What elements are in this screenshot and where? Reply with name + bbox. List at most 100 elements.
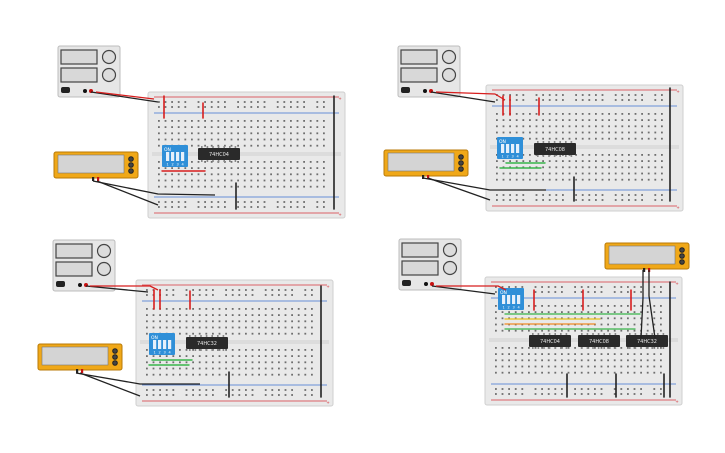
tie-point[interactable] — [172, 367, 175, 370]
rail-hole[interactable] — [210, 101, 213, 103]
tie-point[interactable] — [594, 305, 596, 307]
tie-point[interactable] — [250, 161, 253, 163]
tie-point[interactable] — [271, 326, 274, 329]
tie-point[interactable] — [534, 359, 537, 362]
rail-hole[interactable] — [542, 199, 544, 201]
tie-point[interactable] — [192, 373, 194, 376]
rail-hole[interactable] — [210, 201, 213, 203]
rail-hole[interactable] — [614, 94, 617, 96]
tie-point[interactable] — [620, 329, 623, 332]
tie-point[interactable] — [614, 166, 617, 169]
rail-hole[interactable] — [291, 389, 293, 391]
rail-hole[interactable] — [316, 101, 319, 103]
dip-toggle-2[interactable] — [507, 295, 511, 304]
rail-hole[interactable] — [284, 389, 287, 391]
rail-hole[interactable] — [238, 294, 241, 296]
tie-point[interactable] — [276, 179, 279, 182]
tie-point[interactable] — [521, 347, 524, 349]
tie-point[interactable] — [264, 373, 267, 376]
tie-point[interactable] — [146, 308, 148, 310]
probe-wire[interactable] — [79, 372, 141, 397]
tie-point[interactable] — [198, 314, 201, 316]
tie-point[interactable] — [535, 113, 538, 115]
tie-point[interactable] — [654, 119, 657, 121]
tie-point[interactable] — [231, 326, 234, 329]
rail-hole[interactable] — [535, 194, 538, 196]
tie-point[interactable] — [601, 113, 604, 115]
rail-hole[interactable] — [628, 94, 630, 96]
tie-point[interactable] — [501, 371, 504, 374]
tie-point[interactable] — [607, 323, 609, 326]
rail-hole[interactable] — [555, 199, 558, 201]
tie-point[interactable] — [567, 365, 570, 368]
tie-point[interactable] — [661, 125, 663, 128]
tie-point[interactable] — [243, 138, 246, 141]
tie-point[interactable] — [311, 355, 313, 357]
tie-point[interactable] — [237, 120, 239, 122]
rail-hole[interactable] — [547, 393, 550, 395]
chip-body[interactable] — [626, 335, 668, 347]
tie-point[interactable] — [238, 355, 241, 357]
tie-point[interactable] — [601, 154, 604, 156]
rail-hole[interactable] — [588, 99, 591, 101]
tie-point[interactable] — [146, 355, 148, 357]
tie-point[interactable] — [581, 125, 584, 128]
tie-point[interactable] — [561, 353, 563, 355]
rail-hole[interactable] — [509, 94, 511, 96]
tie-point[interactable] — [264, 308, 267, 310]
tie-point[interactable] — [297, 332, 300, 335]
tie-point[interactable] — [276, 120, 279, 122]
current-knob[interactable] — [96, 261, 112, 277]
tie-point[interactable] — [198, 367, 201, 370]
tie-point[interactable] — [290, 132, 292, 135]
tie-point[interactable] — [204, 126, 206, 128]
tie-point[interactable] — [594, 371, 596, 374]
tie-point[interactable] — [633, 317, 636, 320]
dip-switch-body[interactable] — [497, 137, 523, 159]
rail-hole[interactable] — [290, 201, 292, 203]
rail-hole[interactable] — [554, 388, 557, 390]
tie-point[interactable] — [542, 166, 544, 169]
rail-hole[interactable] — [495, 393, 497, 395]
tie-point[interactable] — [654, 166, 657, 169]
tie-point[interactable] — [210, 179, 213, 182]
dip-toggle-3[interactable] — [176, 152, 180, 161]
tie-point[interactable] — [146, 373, 148, 376]
tie-point[interactable] — [574, 359, 576, 362]
tie-point[interactable] — [562, 137, 564, 140]
tie-point[interactable] — [633, 305, 636, 307]
tie-point[interactable] — [243, 179, 246, 182]
tie-point[interactable] — [647, 119, 650, 121]
rail-hole[interactable] — [172, 389, 175, 391]
tie-point[interactable] — [283, 179, 286, 182]
dip-toggle-4[interactable] — [517, 295, 521, 304]
tie-point[interactable] — [594, 365, 596, 368]
tie-point[interactable] — [654, 113, 657, 115]
tie-point[interactable] — [177, 132, 180, 135]
rail-hole[interactable] — [555, 94, 558, 96]
tie-point[interactable] — [191, 126, 193, 128]
tie-point[interactable] — [646, 353, 649, 355]
rail-hole[interactable] — [580, 286, 583, 288]
tie-point[interactable] — [264, 320, 267, 323]
tie-point[interactable] — [554, 353, 557, 355]
voltage-knob[interactable] — [101, 49, 117, 65]
rail-hole[interactable] — [271, 289, 274, 291]
tie-point[interactable] — [323, 179, 325, 182]
tie-point[interactable] — [270, 161, 272, 163]
tie-point[interactable] — [621, 154, 624, 156]
rail-hole[interactable] — [562, 94, 564, 96]
rail-hole[interactable] — [165, 294, 168, 296]
rail-hole[interactable] — [283, 106, 286, 108]
tie-point[interactable] — [303, 185, 305, 188]
tie-point[interactable] — [574, 353, 576, 355]
tie-point[interactable] — [316, 132, 319, 135]
rail-hole[interactable] — [640, 286, 642, 288]
tie-point[interactable] — [646, 329, 649, 332]
terminal-negative[interactable] — [83, 89, 87, 93]
rail-hole[interactable] — [535, 99, 538, 101]
rail-hole[interactable] — [575, 199, 577, 201]
tie-point[interactable] — [304, 355, 307, 357]
ground-wire[interactable] — [85, 285, 149, 293]
tie-point[interactable] — [627, 317, 629, 320]
